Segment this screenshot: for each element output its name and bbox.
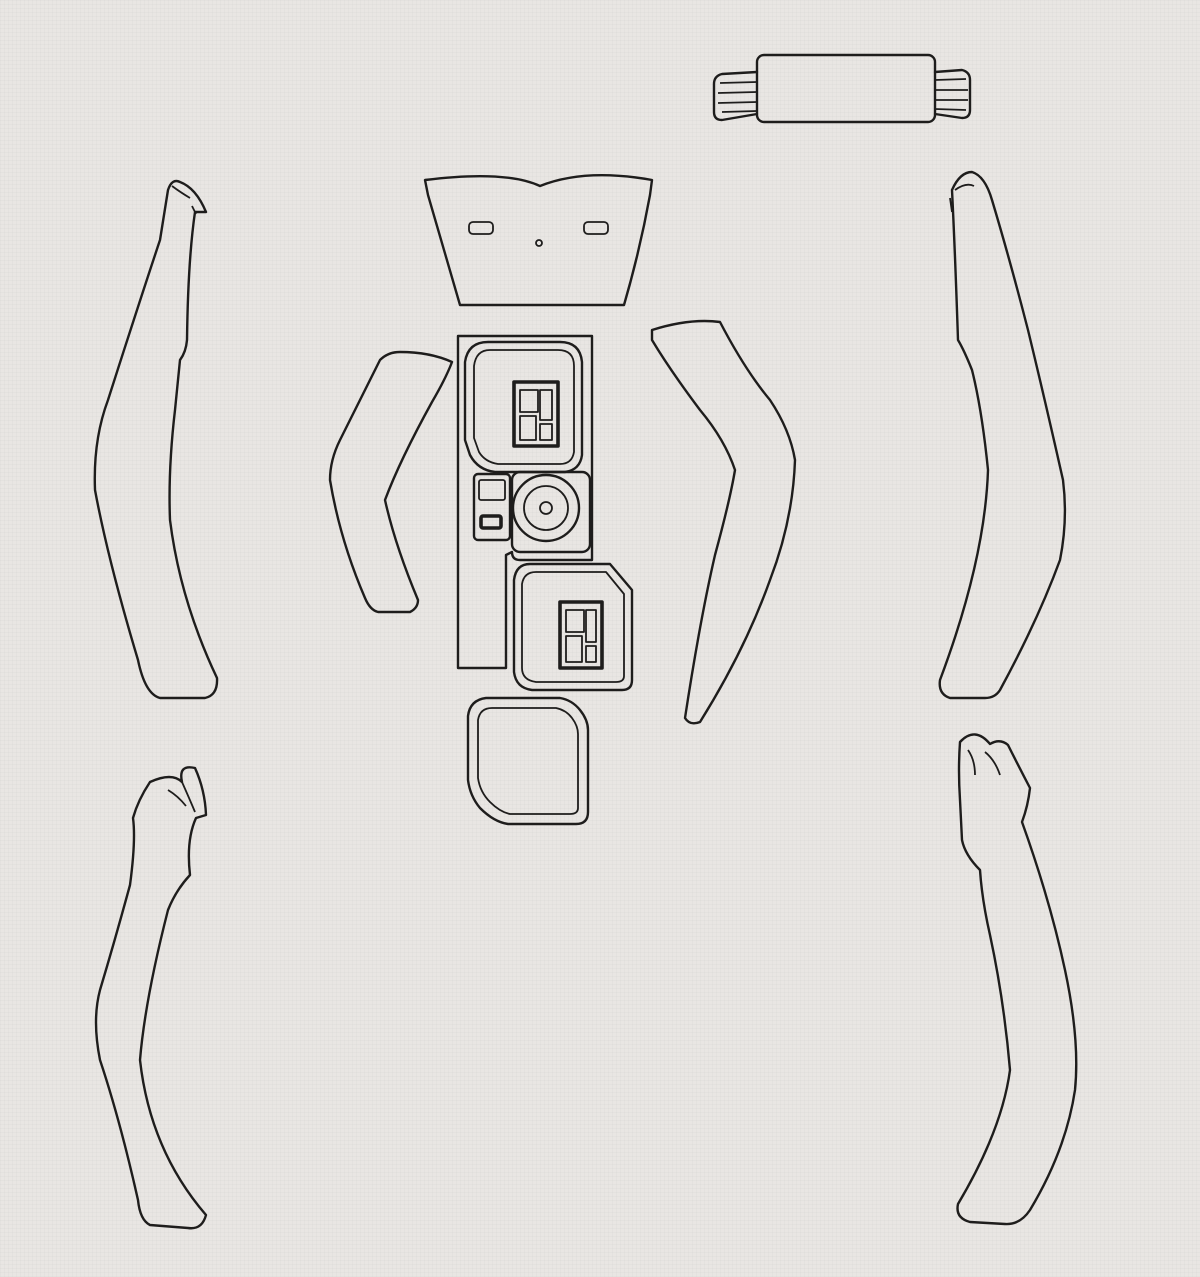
- top-vent-trim: [712, 53, 972, 124]
- right-door-upper-trim: [938, 170, 1067, 700]
- left-inner-curved-trim: [328, 350, 454, 614]
- window-switch-panel-lower: [512, 562, 634, 692]
- rotary-knob-ring: [510, 470, 592, 554]
- right-door-lower-trim: [956, 733, 1078, 1226]
- right-inner-curved-trim: [650, 319, 797, 725]
- cup-holder-surround: [466, 696, 590, 826]
- left-door-lower-trim: [94, 766, 208, 1230]
- window-switch-panel-upper: [463, 340, 584, 474]
- upper-console-panel: [423, 174, 654, 307]
- small-switch-plate: [472, 472, 512, 542]
- left-door-upper-trim: [93, 179, 219, 700]
- center-console-strip: [456, 334, 594, 670]
